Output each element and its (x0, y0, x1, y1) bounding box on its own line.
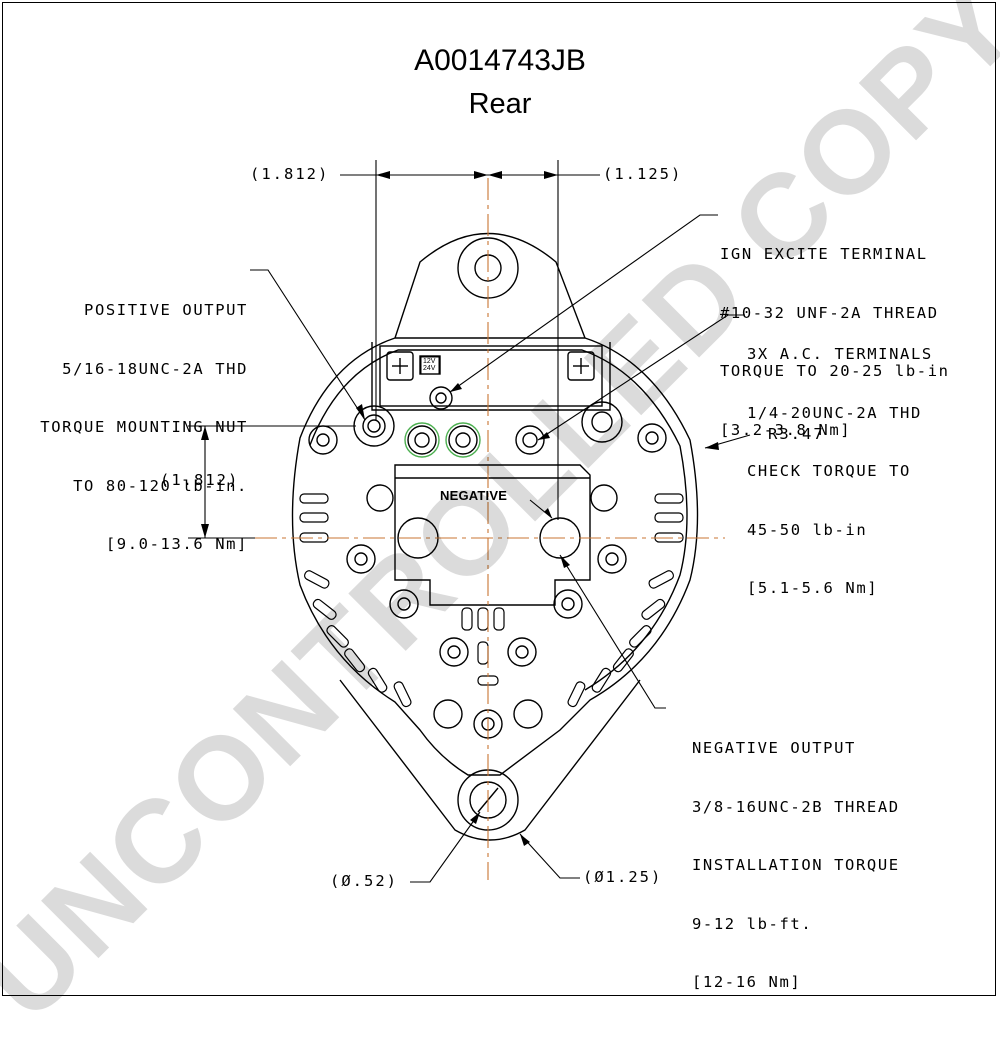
callout-line: [5.1-5.6 Nm] (747, 579, 879, 597)
callout-line: 1/4-20UNC-2A THD (747, 403, 922, 422)
callout-line: 5/16-18UNC-2A THD (62, 359, 248, 378)
callout-line: TO 80-120 lb-in. (73, 476, 248, 495)
callout-positive-output: POSITIVE OUTPUT 5/16-18UNC-2A THD TORQUE… (40, 262, 248, 594)
callout-line: 45-50 lb-in (747, 520, 868, 539)
bottom-mounting-ear (339, 679, 641, 841)
callout-line: 9-12 lb-ft. (692, 914, 813, 933)
dim-top-right: (1.125) (603, 165, 683, 183)
callout-line: CHECK TORQUE TO (747, 462, 911, 480)
callout-line: IGN EXCITE TERMINAL (720, 245, 928, 263)
callout-line: [3.2-3.8 Nm] (720, 420, 852, 439)
callout-ac-terminals: 3X A.C. TERMINALS 1/4-20UNC-2A THD CHECK… (747, 306, 933, 638)
dim-mount-boss: (Ø1.25) (583, 868, 663, 886)
dimension-lines (188, 160, 751, 883)
callout-line: [9.0-13.6 Nm] (105, 535, 248, 553)
callout-line: INSTALLATION TORQUE (692, 856, 900, 874)
ac-terminal-3 (515, 425, 545, 455)
part-number-title: A0014743JB (414, 44, 586, 77)
negative-label: NEGATIVE (440, 488, 508, 503)
callout-line: [12-16 Nm] (692, 973, 802, 991)
voltage-label: 12V 24V (423, 358, 435, 372)
dim-top-left: (1.812) (250, 165, 330, 183)
dim-mount-hole: (Ø.52) (330, 872, 398, 890)
drawing-border (2, 2, 996, 996)
callout-negative-output: NEGATIVE OUTPUT 3/8-16UNC-2B THREAD INST… (692, 700, 900, 1032)
ac-terminal-2 (448, 425, 478, 455)
callout-line: POSITIVE OUTPUT (84, 301, 248, 319)
terminal-bracket (371, 342, 611, 411)
highlighted-terminals (404, 422, 481, 458)
right-housing-bolt (637, 423, 667, 453)
alternator-rear-view (188, 160, 751, 883)
callout-line: NEGATIVE OUTPUT (692, 739, 856, 757)
top-mounting-ear (394, 232, 586, 339)
callout-ign-excite: IGN EXCITE TERMINAL #10-32 UNF-2A THREAD… (720, 206, 950, 479)
callout-line: 3/8-16UNC-2B THREAD (692, 797, 900, 816)
arrowheads (201, 171, 719, 846)
diode-studs (346, 544, 627, 667)
view-label: Rear (468, 88, 532, 120)
voltage-label-12v: 12V (423, 358, 436, 365)
regulator-block (394, 464, 591, 606)
left-housing-bolt (308, 425, 338, 455)
callout-line: #10-32 UNF-2A THREAD (720, 303, 939, 322)
right-stud (581, 401, 623, 443)
callout-line: TORQUE TO 20-25 lb-in (720, 362, 950, 380)
dim-left-vertical: (1.812) (160, 471, 240, 489)
voltage-label-24v: 24V (423, 365, 436, 372)
dim-radius: R3.47 (768, 425, 825, 443)
callout-line: 3X A.C. TERMINALS (747, 345, 933, 363)
ign-excite-terminal (429, 386, 453, 410)
callout-line: TORQUE MOUNTING NUT (40, 418, 248, 436)
housing-outline (291, 337, 699, 776)
center-lines (255, 178, 725, 880)
ac-terminal-1 (407, 425, 437, 455)
